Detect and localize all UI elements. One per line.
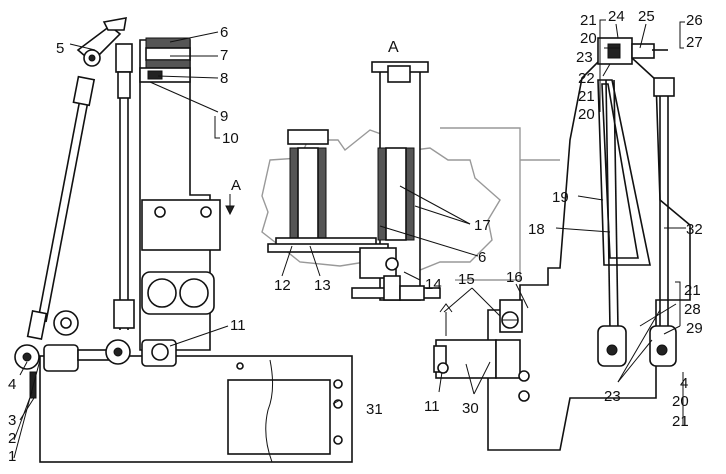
callout-17: 17	[474, 217, 491, 234]
middle-view	[261, 61, 560, 301]
callout-20-bottom: 20	[672, 393, 689, 410]
callout-11-right: 11	[424, 398, 440, 415]
callout-20-top: 20	[580, 30, 597, 47]
callout-15: 15	[458, 271, 475, 288]
callout-22: 22	[578, 70, 595, 87]
callout-3: 3	[8, 412, 16, 429]
callout-24: 24	[608, 8, 625, 25]
callout-21-bottom: 21	[672, 413, 689, 430]
callout-26: 26	[686, 12, 703, 29]
callout-4-right: 4	[680, 375, 688, 392]
callout-30: 30	[462, 400, 479, 417]
callout-31: 31	[366, 401, 383, 418]
callout-6: 6	[220, 24, 228, 41]
callout-13: 13	[314, 277, 331, 294]
callout-12: 12	[274, 277, 291, 294]
callout-27: 27	[686, 34, 703, 51]
callout-19: 19	[552, 189, 569, 206]
callout-6-mid: 6	[478, 249, 486, 266]
callout-5: 5	[56, 40, 64, 57]
callout-18: 18	[528, 221, 545, 238]
callout-28: 28	[684, 301, 701, 318]
callout-16: 16	[506, 269, 523, 286]
callout-21-mid: 21	[578, 88, 595, 105]
left-view	[14, 17, 353, 463]
leader-lines	[13, 19, 686, 459]
callout-4-left: 4	[8, 376, 16, 393]
arrow-label: A	[231, 177, 241, 194]
view-label: A	[388, 39, 399, 56]
callout-20-mid: 20	[578, 106, 595, 123]
right-view	[433, 37, 691, 451]
callout-10: 10	[222, 130, 239, 147]
callout-14: 14	[425, 276, 442, 293]
callout-7: 7	[220, 47, 228, 64]
callout-9: 9	[220, 108, 228, 125]
callout-8: 8	[220, 70, 228, 87]
callout-2: 2	[8, 430, 16, 447]
callout-23-bottom: 23	[604, 388, 621, 405]
callout-11-left: 11	[230, 317, 246, 334]
callout-29: 29	[686, 320, 703, 337]
callout-21-top: 21	[580, 12, 597, 29]
callout-32: 32	[686, 221, 703, 238]
callout-23-top: 23	[576, 49, 593, 66]
callout-labels: A A 5 6 7 8 9 10 11 4 3 2 1 31 17 6 12 1…	[8, 8, 703, 465]
callout-1: 1	[8, 448, 16, 465]
callout-25: 25	[638, 8, 655, 25]
callout-21-right: 21	[684, 282, 701, 299]
